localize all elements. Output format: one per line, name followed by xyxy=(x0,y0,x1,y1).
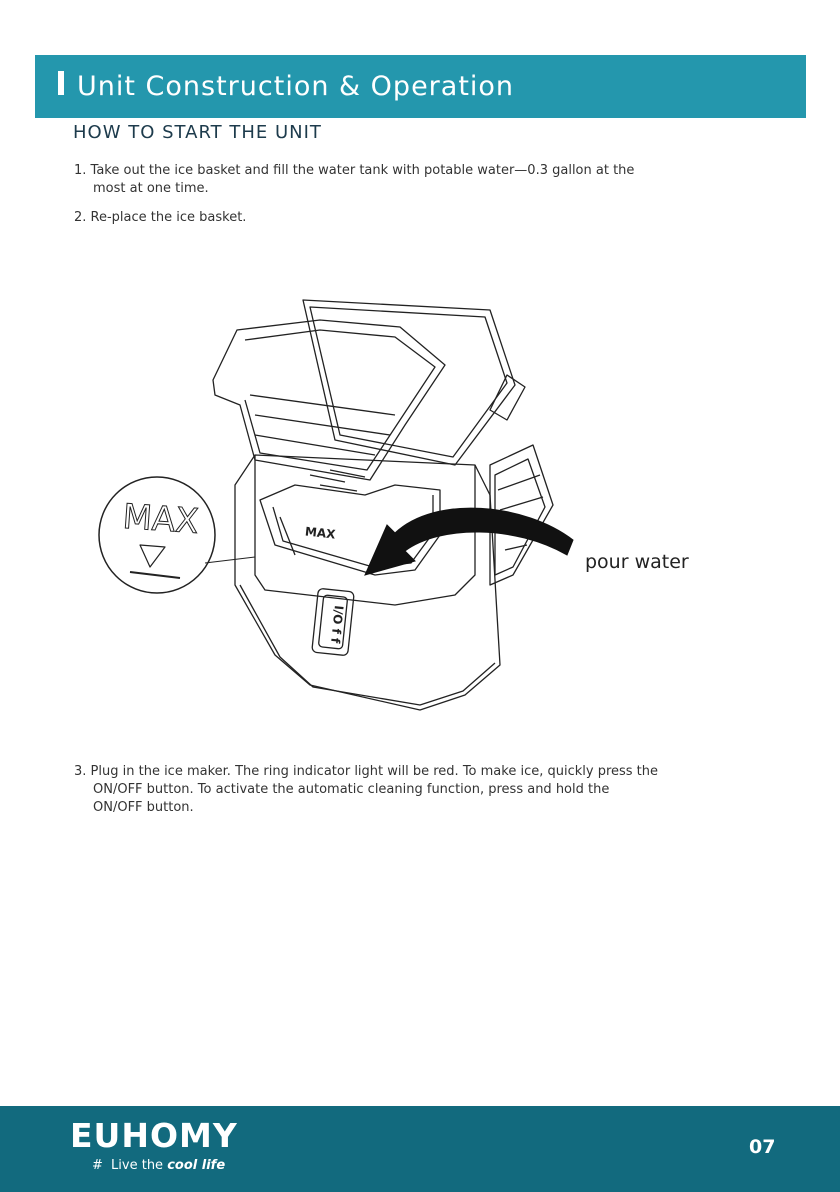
pour-water-label: pour water xyxy=(585,551,689,573)
side-handle xyxy=(489,374,526,421)
page-title: Unit Construction & Operation xyxy=(77,71,515,102)
button-label: I/O f f xyxy=(328,605,346,645)
tagline-emphasis: cool life xyxy=(167,1158,226,1173)
on-off-button-frame xyxy=(311,588,355,656)
step-2-number: 2. xyxy=(74,210,87,225)
step-1: 1. Take out the ice basket and fill the … xyxy=(74,162,734,198)
step-3-text: Plug in the ice maker. The ring indicato… xyxy=(90,764,659,779)
max-arrow xyxy=(139,544,166,568)
step-1-number: 1. xyxy=(74,163,87,178)
max-callout-circle xyxy=(98,476,216,594)
step-1-text: Take out the ice basket and fill the wat… xyxy=(90,163,635,178)
step-2: 2. Re-place the ice basket. xyxy=(74,209,734,227)
max-callout-label: MAX xyxy=(121,497,199,542)
page-footer: EUHOMY # Live the cool life 07 xyxy=(0,1106,840,1192)
brand-logo: EUHOMY xyxy=(70,1116,238,1155)
max-line xyxy=(129,571,181,579)
step-3-text-cont-2: ON/OFF button. xyxy=(93,800,194,815)
page-header: Unit Construction & Operation xyxy=(35,55,806,118)
max-inner-label: MAX xyxy=(304,524,337,541)
brand-tagline: # Live the cool life xyxy=(92,1158,225,1173)
ice-maker-illustration: MAX MAX I/O f f pour water xyxy=(98,299,689,711)
step-1-text-cont: most at one time. xyxy=(93,181,209,196)
unit-lid xyxy=(302,299,516,466)
step-3-number: 3. xyxy=(74,764,87,779)
section-heading: HOW TO START THE UNIT xyxy=(73,122,322,143)
tagline-hash: # xyxy=(92,1158,103,1173)
header-accent-bar xyxy=(58,71,64,95)
page-number: 07 xyxy=(749,1136,776,1158)
ice-basket xyxy=(212,319,446,481)
step-3-text-cont: ON/OFF button. To activate the automatic… xyxy=(93,782,610,797)
pour-arrow xyxy=(364,507,574,576)
step-2-text: Re-place the ice basket. xyxy=(90,210,247,225)
unit-body xyxy=(234,454,501,711)
step-3: 3. Plug in the ice maker. The ring indic… xyxy=(74,763,774,817)
tagline-prefix: Live the xyxy=(111,1158,164,1173)
